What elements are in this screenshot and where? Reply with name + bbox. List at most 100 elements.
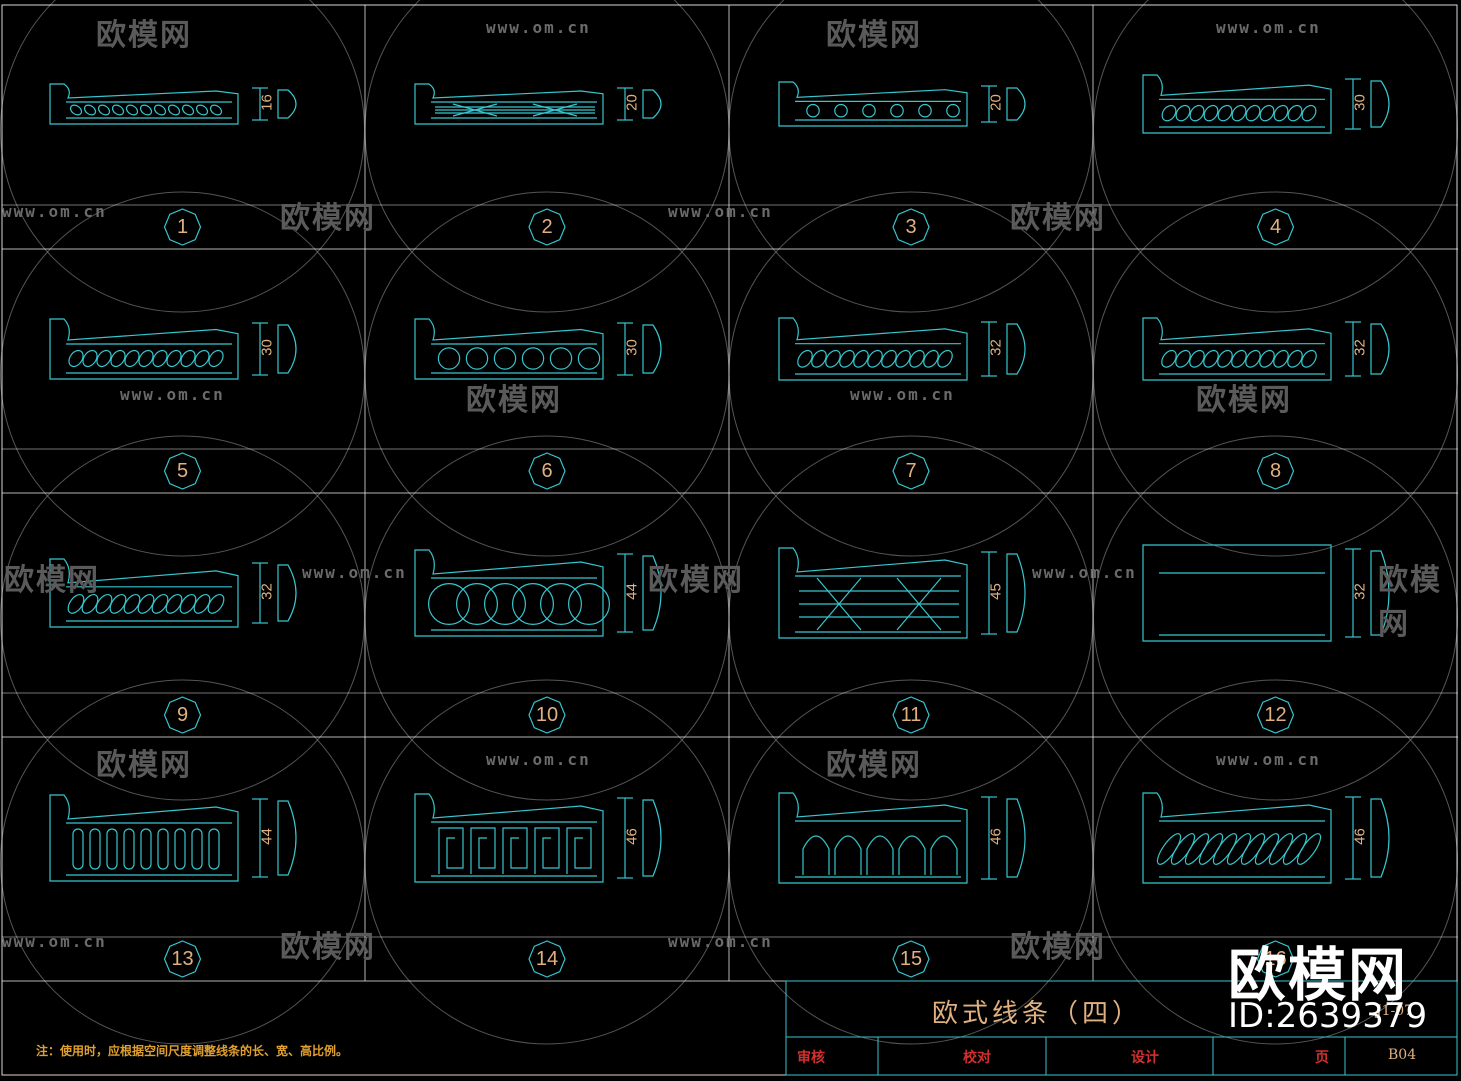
panel-number-badge: [1256, 208, 1295, 246]
construction-circle: [0, 679, 365, 1045]
panel-number: 12: [1264, 704, 1287, 726]
ornament-bead: [465, 347, 489, 370]
watermark-logo: 欧模网: [4, 563, 100, 598]
panel-number-badge: [892, 940, 930, 978]
moulding-outline: [49, 83, 239, 125]
ornament-bead: [918, 103, 932, 118]
ornament-mark: [923, 349, 939, 368]
ornament-arch: [834, 835, 862, 875]
profile-section: [642, 799, 662, 877]
panel-number: 5: [176, 460, 189, 482]
ornament-mark: [1259, 349, 1275, 368]
moulding-outline: [1142, 792, 1332, 884]
construction-circle: [364, 679, 730, 1045]
dimension-label: 20: [987, 94, 1005, 111]
ornament-fret: [566, 827, 592, 874]
moulding-12: [1142, 544, 1390, 734]
ornament-mark: [825, 349, 841, 368]
ornament-mark: [1245, 104, 1261, 122]
ornament-mark: [1161, 104, 1177, 122]
ornament-mark: [1296, 833, 1322, 865]
watermark-big-logo: 欧模网: [1228, 941, 1409, 1009]
ornament-flute: [89, 828, 101, 870]
panel-number-badge: [528, 940, 566, 978]
ornament-mark: [909, 349, 925, 368]
dimension-label: 45: [987, 583, 1005, 600]
moulding-outline: [1142, 544, 1332, 642]
profile-section: [277, 89, 297, 119]
construction-circle: [1093, 0, 1458, 313]
ornament-flute: [191, 828, 203, 870]
moulding-outline: [778, 317, 968, 381]
ornament-fret: [502, 827, 528, 874]
ornament-flute: [174, 828, 186, 870]
construction-circle: [364, 191, 730, 557]
construction-circle: [364, 435, 730, 801]
watermark-logo: 欧模网: [1196, 383, 1292, 418]
ornament-mark: [1245, 349, 1261, 368]
profile-section: [642, 89, 662, 119]
ornament-mark: [895, 349, 911, 368]
moulding-outline: [49, 794, 239, 882]
moulding-4: [1142, 74, 1390, 246]
watermark-url: www.om.cn: [1216, 18, 1321, 37]
ornament-mark: [109, 593, 127, 614]
ornament-mark: [1217, 349, 1233, 368]
watermark-url: www.om.cn: [668, 202, 773, 221]
ornament-mark: [881, 349, 897, 368]
ornament-flute: [157, 828, 169, 870]
moulding-outline: [1142, 74, 1332, 134]
ornament-mark: [208, 349, 224, 368]
profile-section: [1006, 323, 1026, 375]
ornament-bead: [890, 103, 904, 118]
panel-number: 6: [541, 460, 553, 482]
panel-number-badge: [163, 208, 202, 246]
ornament-mark: [207, 593, 225, 614]
panel-number: 8: [1269, 460, 1282, 482]
dimension-label: 32: [1351, 339, 1369, 356]
ornament-flute: [208, 828, 220, 870]
ornament-mark: [1203, 349, 1219, 368]
watermark-logo: 欧模网: [96, 748, 192, 783]
review-label: 审核: [797, 1050, 825, 1066]
watermark-url: www.om.cn: [120, 385, 225, 404]
watermark-logo: 欧模网: [648, 563, 744, 598]
dimension-label: 32: [1351, 583, 1369, 600]
title-block-frame: [785, 980, 1458, 1076]
ornament-bead: [437, 347, 461, 370]
ornament-mark: [1189, 349, 1205, 368]
profile-section: [1006, 87, 1026, 121]
ornament-mark: [181, 104, 195, 116]
moulding-10: [414, 549, 662, 734]
ornament-mark: [1203, 104, 1219, 122]
moulding-14: [414, 793, 662, 978]
profile-section: [1370, 80, 1390, 128]
page-number: B04: [1388, 1047, 1417, 1063]
panel-number-badge: [163, 940, 202, 978]
ornament-mark: [111, 104, 125, 116]
dimension-label: 46: [1351, 828, 1369, 845]
ornament-mark: [95, 593, 113, 614]
moulding-15: [778, 792, 1026, 978]
panel-number: 1: [176, 216, 189, 238]
ornament-mark: [194, 349, 210, 368]
ornament-mark: [125, 104, 139, 116]
moulding-9: [49, 558, 297, 734]
moulding-drawings: [49, 74, 1390, 978]
ornament-mark: [1161, 349, 1177, 368]
ornament-mark: [1273, 349, 1289, 368]
ornament-flute: [72, 828, 84, 870]
ornament-mark: [110, 349, 126, 368]
panel-number-badge: [163, 696, 202, 734]
ornament-flute: [123, 828, 135, 870]
moulding-outline: [414, 793, 604, 883]
dimension-label: 30: [623, 339, 641, 356]
panel-number-badge: [1256, 452, 1295, 490]
ornament-mark: [153, 104, 167, 116]
panel-number-badge: [528, 452, 566, 490]
ornament-bead: [577, 347, 601, 370]
ornament-mark: [937, 349, 953, 368]
ornament-bead: [493, 347, 517, 370]
panel-number: 4: [1269, 216, 1282, 238]
